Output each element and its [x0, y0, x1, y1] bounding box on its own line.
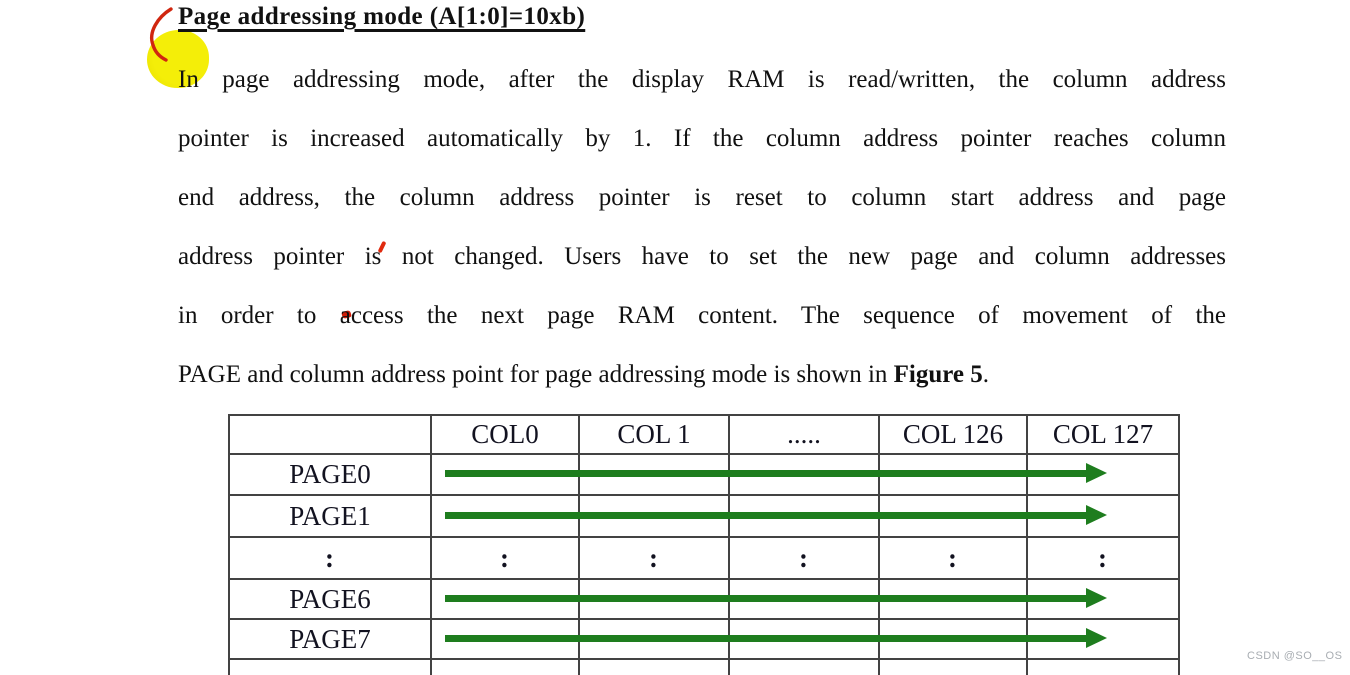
table-row-cutoff — [228, 658, 1180, 675]
header-cell-col127: COL 127 — [1026, 414, 1180, 455]
page7-arrow-icon — [445, 627, 1107, 648]
csdn-watermark: CSDN @SO__OS — [1247, 650, 1343, 662]
row-label-page0: PAGE0 — [228, 453, 432, 496]
body-paragraph: In page addressing mode, after the displ… — [178, 50, 1226, 404]
paragraph-text: . — [982, 361, 990, 388]
header-cell-empty — [228, 414, 432, 455]
row-label-page6: PAGE6 — [228, 578, 432, 620]
row-label-page1: PAGE1 — [228, 494, 432, 538]
red-pen-curve — [150, 7, 173, 62]
figure-reference: Figure 5 — [893, 361, 983, 388]
row-label-dots: : — [228, 536, 432, 580]
page0-arrow-icon — [445, 463, 1107, 483]
paragraph-line: address pointer is not changed. Users ha… — [178, 243, 1226, 270]
row-label-page7: PAGE7 — [228, 618, 432, 660]
page1-arrow-icon — [445, 504, 1107, 525]
header-cell-col1: COL 1 — [578, 414, 730, 455]
paragraph-text: PAGE and column address point for page a… — [178, 361, 894, 388]
header-cell-ellipsis: ..... — [728, 414, 880, 455]
paragraph-line-last: PAGE and column address point for page a… — [178, 345, 1226, 404]
paragraph-line: In page addressing mode, after the displ… — [178, 66, 1226, 93]
yellow-highlight-blob — [147, 30, 209, 88]
table-row-dots: : : : : : : — [228, 536, 1180, 580]
header-cell-col0: COL0 — [430, 414, 580, 455]
paragraph-line: in order to access the next page RAM con… — [178, 302, 1226, 329]
paragraph-line: pointer is increased automatically by 1.… — [178, 125, 1226, 152]
page6-arrow-icon — [445, 587, 1107, 608]
header-cell-col126: COL 126 — [878, 414, 1028, 455]
table-header-row: COL0 COL 1 ..... COL 126 COL 127 — [228, 414, 1180, 455]
paragraph-line: end address, the column address pointer … — [178, 184, 1226, 211]
figure5-table: COL0 COL 1 ..... COL 126 COL 127 PAGE0 P… — [228, 414, 1180, 675]
page-title: Page addressing mode (A[1:0]=10xb) — [178, 3, 586, 30]
